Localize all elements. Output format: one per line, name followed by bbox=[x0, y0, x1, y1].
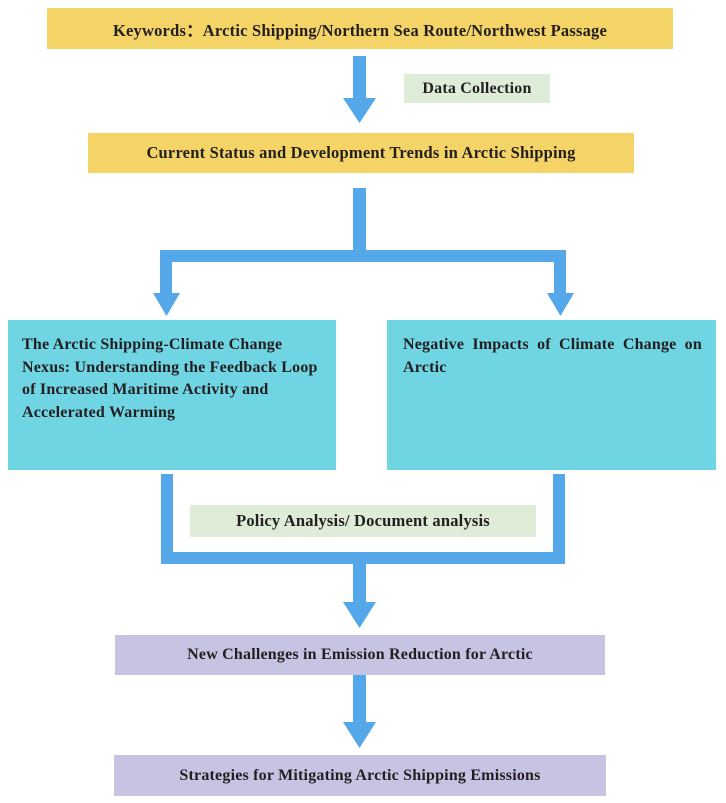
node-current-status[interactable]: Current Status and Development Trends in… bbox=[88, 133, 634, 173]
node-arctic-shipping-climate-nexus-label: The Arctic Shipping-Climate Change Nexus… bbox=[22, 336, 318, 422]
node-new-challenges-label: New Challenges in Emission Reduction for… bbox=[187, 646, 533, 663]
arrow-keywords-to-current-status bbox=[343, 56, 376, 123]
node-new-challenges[interactable]: New Challenges in Emission Reduction for… bbox=[115, 635, 605, 675]
node-negative-impacts-label: Negative Impacts of Climate Change on Ar… bbox=[403, 336, 702, 376]
node-strategies-label: Strategies for Mitigating Arctic Shippin… bbox=[179, 766, 541, 784]
method-label-data-collection-text: Data Collection bbox=[422, 79, 532, 97]
method-label-policy-analysis-text: Policy Analysis/ Document analysis bbox=[236, 511, 490, 530]
node-keywords-label: Keywords：Arctic Shipping/Northern Sea Ro… bbox=[112, 20, 608, 40]
node-current-status-label: Current Status and Development Trends in… bbox=[146, 143, 576, 162]
node-strategies[interactable]: Strategies for Mitigating Arctic Shippin… bbox=[114, 755, 606, 796]
connector-merge-to-new-challenges bbox=[161, 474, 565, 628]
node-arctic-shipping-climate-nexus[interactable]: The Arctic Shipping-Climate Change Nexus… bbox=[8, 320, 336, 470]
arrow-new-challenges-to-strategies bbox=[343, 675, 376, 748]
node-keywords[interactable]: Keywords：Arctic Shipping/Northern Sea Ro… bbox=[47, 8, 673, 49]
node-negative-impacts[interactable]: Negative Impacts of Climate Change on Ar… bbox=[387, 320, 716, 470]
connector-split-current-status bbox=[153, 188, 574, 316]
method-label-policy-analysis[interactable]: Policy Analysis/ Document analysis bbox=[190, 505, 536, 537]
method-label-data-collection[interactable]: Data Collection bbox=[404, 74, 550, 103]
